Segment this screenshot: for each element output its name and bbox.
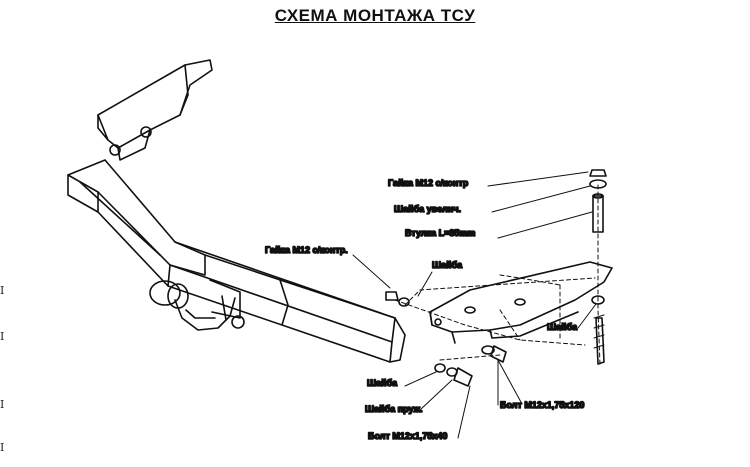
- edge-mark: I: [0, 284, 5, 297]
- label-washer-large: Шайба увелич.: [394, 204, 461, 214]
- label-bolt-40: Болт М12х1,75х40: [368, 431, 447, 441]
- label-spring-washer: Шайба пруж.: [365, 404, 422, 414]
- label-washer-top: Шайба: [432, 260, 463, 270]
- label-washer-right: Шайба: [547, 322, 578, 332]
- leader-lines: [352, 171, 597, 439]
- label-nut-m12-a: Гайка М12 с/контр: [388, 178, 469, 188]
- label-nut-m12-b: Гайка М12 с/контр.: [265, 245, 348, 255]
- diagram-title: СХЕМА МОНТАЖА ТСУ: [274, 6, 476, 25]
- label-sleeve: Втулка L=85mm: [405, 228, 475, 238]
- main-beam: [67, 159, 406, 363]
- tow-ball-assembly: [149, 279, 245, 331]
- edge-mark: I: [0, 330, 5, 343]
- right-bracket: [429, 261, 613, 344]
- fasteners: [385, 169, 607, 387]
- label-washer-left: Шайба: [367, 378, 398, 388]
- edge-mark: I: [0, 441, 5, 454]
- left-bracket: [97, 59, 213, 161]
- edge-mark: I: [0, 398, 5, 411]
- label-bolt-120: Болт М12х1,75х120: [500, 400, 584, 410]
